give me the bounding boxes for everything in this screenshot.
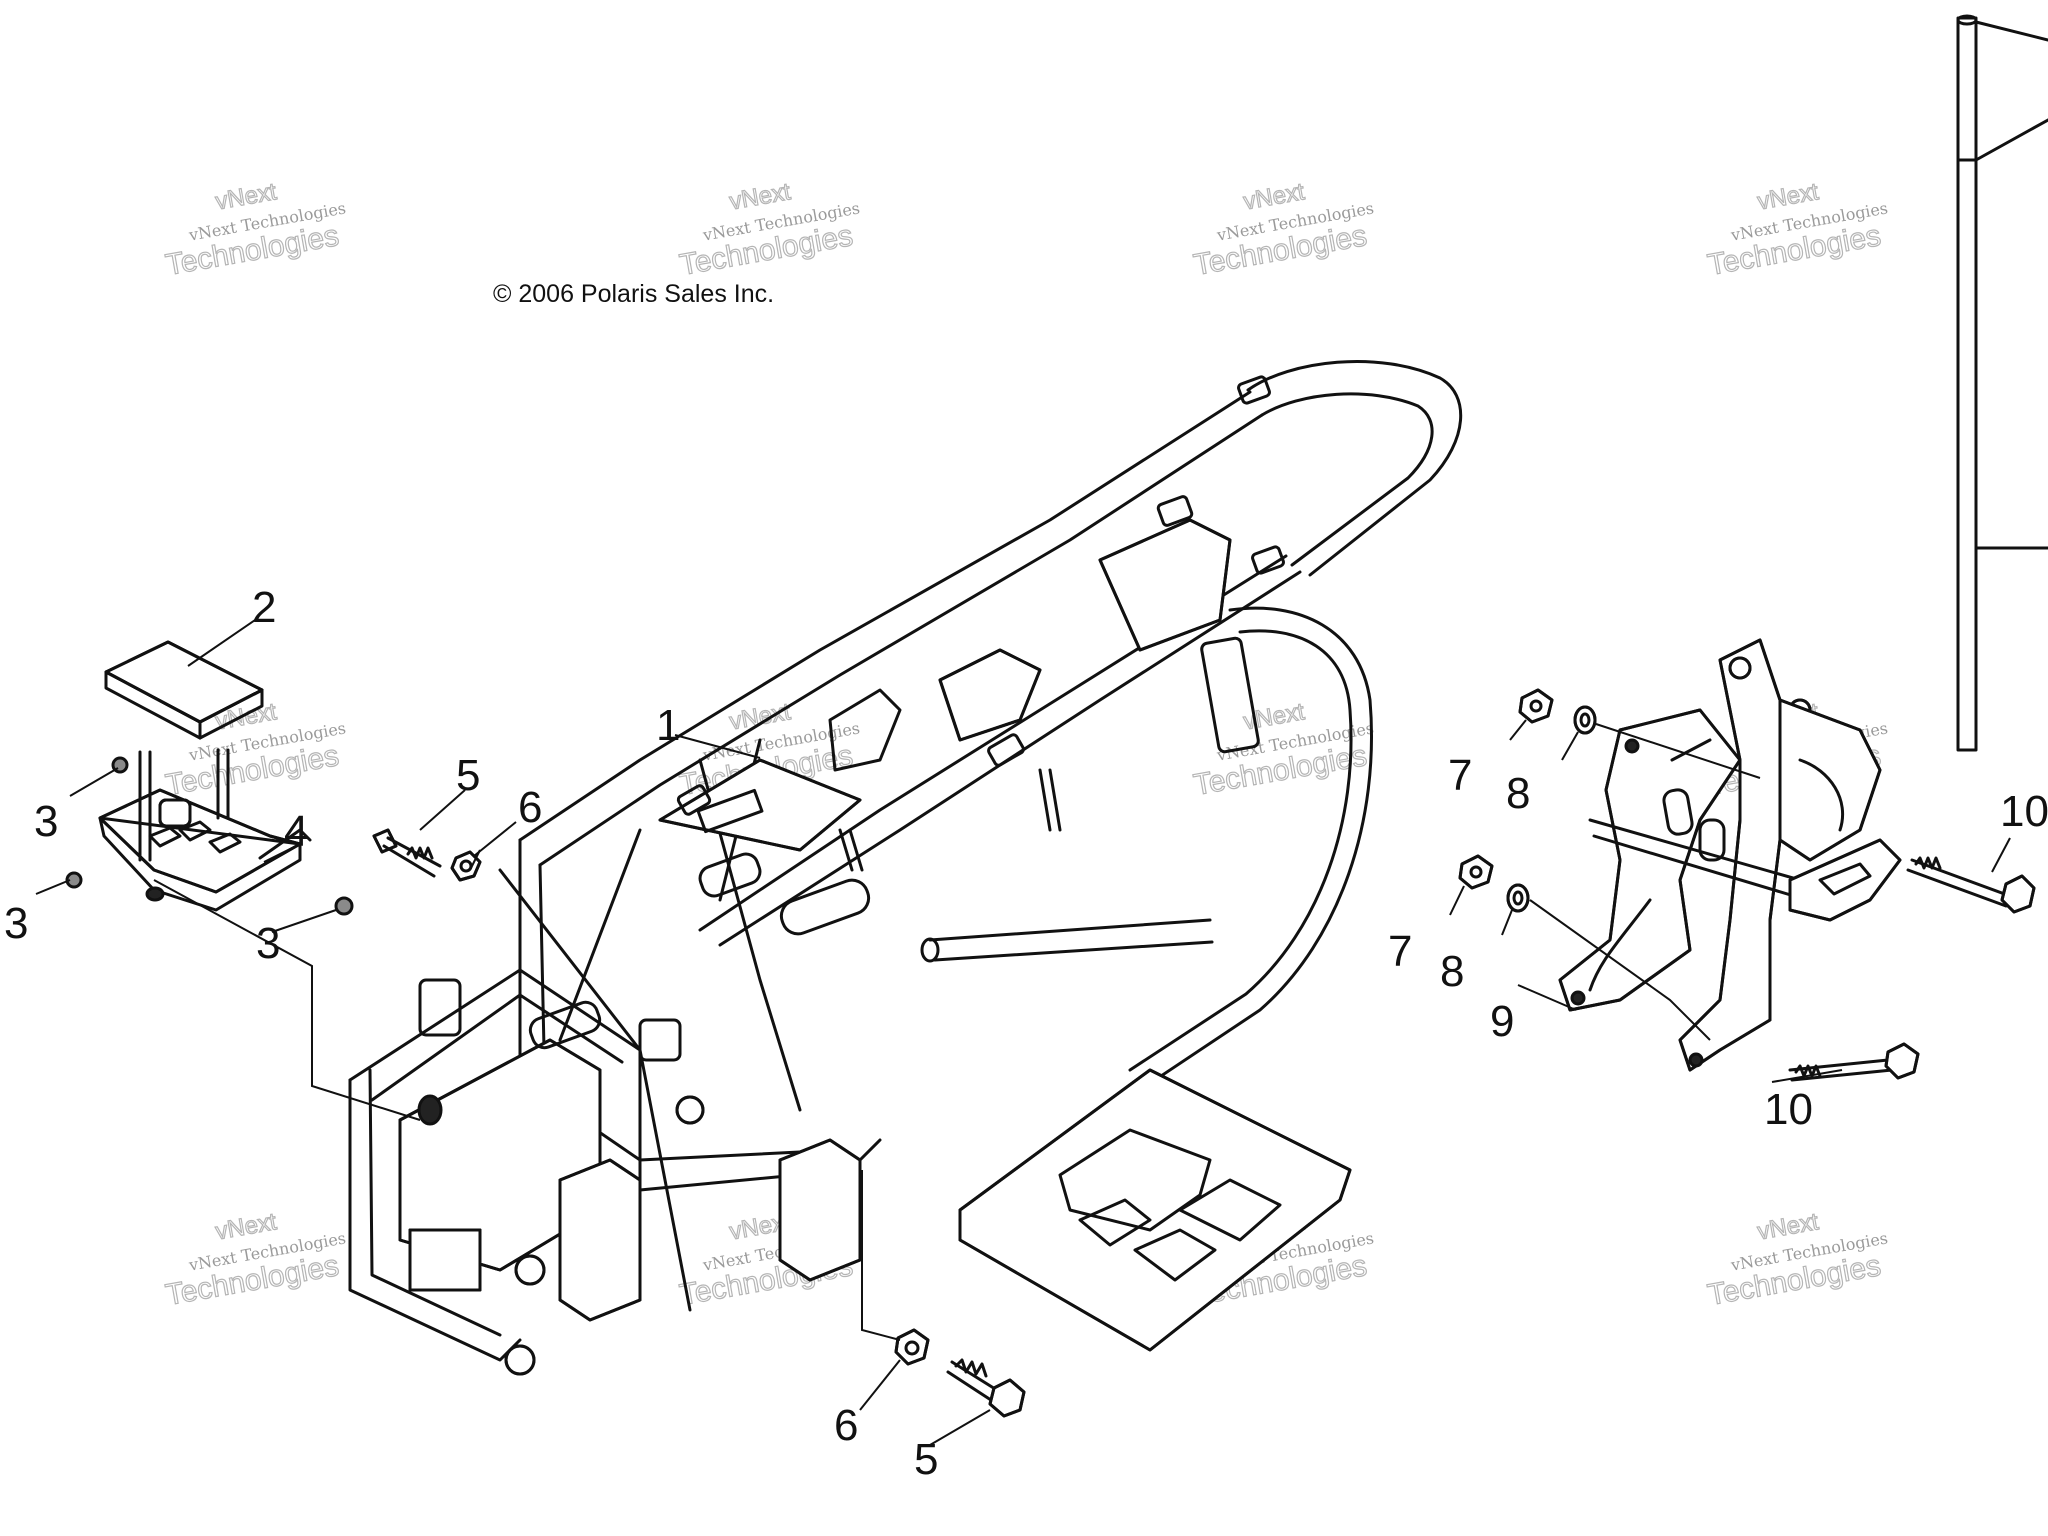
callout-8-upper: 8 (1506, 769, 1530, 818)
part-5-bolt-lower (946, 1358, 1026, 1418)
callout-2: 2 (252, 583, 276, 632)
part-6-nut-lower (894, 1328, 930, 1366)
part-3-nut-b (65, 871, 83, 889)
callout-6-lower: 6 (834, 1401, 858, 1450)
part-9-rear-bracket (1558, 638, 1902, 1072)
part-6-nut-upper (450, 850, 482, 882)
svg-text:vNext: vNext (213, 1208, 278, 1245)
part-3-nut-c (334, 896, 354, 916)
callout-10-lower: 10 (1764, 1085, 1813, 1134)
watermark: vNext vNext Technologies Technologies (1191, 178, 1376, 283)
svg-text:vNext: vNext (1755, 1208, 1820, 1245)
watermark: vNext vNext Technologies Technologies (1705, 178, 1890, 283)
part-7-nut-lower (1458, 854, 1494, 890)
callout-10-upper: 10 (2000, 787, 2048, 836)
callout-3-top: 3 (34, 797, 58, 846)
main-frame (348, 359, 1463, 1376)
leader-lines (35, 617, 2011, 1446)
part-10-bolt-lower (1788, 1042, 1920, 1082)
callout-3-left: 3 (4, 899, 28, 948)
callout-5-lower: 5 (914, 1435, 938, 1484)
part-4-bracket (98, 748, 312, 912)
callout-7-lower: 7 (1388, 927, 1412, 976)
callout-5-upper: 5 (456, 751, 480, 800)
callout-7-upper: 7 (1448, 751, 1472, 800)
callout-6-upper: 6 (518, 783, 542, 832)
svg-text:vNext: vNext (727, 178, 792, 215)
svg-text:vNext: vNext (213, 178, 278, 215)
watermark: vNext vNext Technologies Technologies (163, 1208, 348, 1313)
svg-text:vNext: vNext (1755, 178, 1820, 215)
copyright-text: © 2006 Polaris Sales Inc. (493, 280, 774, 308)
part-8-washer-lower (1506, 883, 1530, 913)
part-5-bolt-upper (372, 828, 442, 878)
watermark: vNext vNext Technologies Technologies (677, 178, 862, 283)
svg-text:vNext: vNext (1241, 178, 1306, 215)
watermark: vNext vNext Technologies Technologies (163, 178, 348, 283)
part-2-pad (104, 640, 264, 740)
svg-text:vNext: vNext (727, 698, 792, 735)
part-10-bolt-upper (1906, 856, 2036, 914)
watermark: vNext vNext Technologies Technologies (1705, 1208, 1890, 1313)
callout-3-right: 3 (256, 919, 280, 968)
callout-1: 1 (656, 701, 680, 750)
flag-pole (1956, 14, 2048, 752)
callouts: 1 2 3 3 3 4 5 6 6 5 7 8 7 8 9 10 10 (4, 583, 2048, 1484)
callout-9: 9 (1490, 997, 1514, 1046)
callout-4: 4 (284, 807, 308, 856)
callout-8-lower: 8 (1440, 947, 1464, 996)
part-8-washer-upper (1573, 705, 1597, 735)
part-7-nut-upper (1518, 688, 1554, 724)
